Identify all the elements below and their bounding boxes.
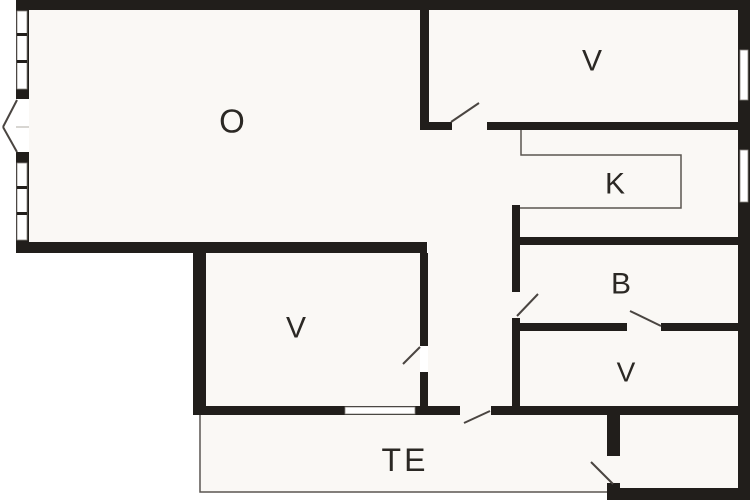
kitchen-nook-outline	[519, 130, 682, 209]
window-tick	[17, 186, 27, 189]
wall-bedroommid-left	[193, 242, 206, 415]
wall-living-bedroomtop-divider	[420, 8, 429, 130]
window-left-upper	[16, 10, 28, 90]
wall-hallway-lower	[512, 318, 520, 410]
room-label-bedroom-mid: V	[286, 312, 306, 345]
door-leaf-storage	[590, 461, 614, 485]
window-tick	[17, 212, 27, 215]
terrace-outline	[199, 415, 608, 493]
exterior-wall-bottom-right	[607, 488, 750, 500]
room-label-bathroom: B	[611, 268, 631, 301]
wall-bathroom-roomright-divider-right	[661, 323, 738, 331]
wall-bedroommid-right-upper	[420, 253, 428, 346]
door-leaf-roomright	[629, 310, 662, 327]
wall-bathroom-roomright-divider-left	[512, 323, 627, 331]
door-leaf-bathroom	[516, 293, 539, 317]
door-leaf-bedroommid	[402, 346, 421, 365]
window-right-lower	[739, 149, 749, 203]
room-label-kitchen: K	[605, 168, 625, 201]
room-label-bedroom-top: V	[582, 45, 602, 78]
wall-living-bottom	[16, 242, 427, 253]
wall-storage-left-stub	[607, 406, 620, 456]
window-tick	[17, 60, 27, 63]
window-right-upper	[739, 49, 749, 101]
wall-bedroomtop-bottom-main	[487, 122, 738, 130]
room-label-room-right: V	[617, 357, 636, 388]
window-left-lower	[16, 162, 28, 241]
wall-bedroommid-right-lower	[420, 372, 428, 410]
room-label-terrace: TE	[382, 442, 429, 478]
door-leaf-terrace	[463, 410, 491, 424]
exterior-wall-right	[738, 0, 750, 500]
wall-bathroom-top	[512, 237, 738, 245]
door-leaf-entry-lower	[2, 126, 18, 153]
wall-terrace-top-left	[193, 406, 460, 415]
room-label-living: O	[219, 103, 245, 140]
door-leaf-bedroomtop	[450, 102, 480, 123]
door-leaf-entry-upper	[2, 99, 18, 128]
window-bedroommid-terrace	[344, 406, 416, 415]
wall-bedroomtop-bottom-left	[420, 122, 452, 130]
exterior-wall-top	[16, 0, 750, 10]
room-area-bedroom-mid	[206, 253, 420, 406]
room-area-terrace	[201, 415, 607, 492]
window-tick	[17, 33, 27, 36]
wall-hallway-upper	[512, 205, 520, 292]
